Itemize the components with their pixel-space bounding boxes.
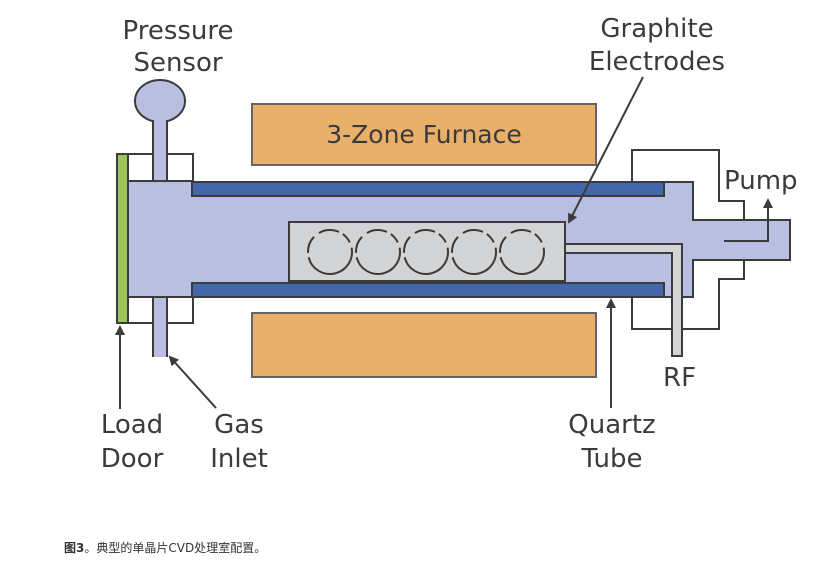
graphite-electrodes-label-line2: Electrodes [589,47,725,77]
electrode-arc [355,236,363,253]
electrode-arc [451,236,459,253]
figure-number: 图3 [64,541,85,555]
pressure-sensor-bulb [134,79,186,123]
load-door-label-line1: Load [101,410,163,440]
right-flange-top [631,149,745,220]
pump-label: Pump [724,166,798,196]
electrode-arc [499,236,507,253]
electrode-arc [403,236,411,253]
gas-inlet-label-line2: Inlet [210,444,268,474]
furnace-label: 3-Zone Furnace [326,120,522,149]
electrode-arc [451,247,497,275]
electrode-arc [307,247,353,275]
electrode-arc [355,247,401,275]
gas-inlet-pipe [153,295,167,357]
caption-text: 。典型的单晶片CVD处理室配置。 [84,541,267,555]
graphite-electrodes-label-line1: Graphite [600,14,713,44]
electrode-arc [390,233,399,243]
electrode-holder [288,221,566,282]
electrode-arc [307,236,315,253]
electrode-arc [342,233,351,243]
quartz-tube-wall-bottom [191,282,665,298]
furnace-top [251,103,597,166]
right-flange-bottom [631,260,745,330]
graphite-electrodes-pointer [568,76,644,224]
quartz-tube-label-line1: Quartz [568,410,655,440]
left-flange-top [128,153,194,182]
graphite-electrodes [307,229,545,275]
electrode-arc [403,247,449,275]
electrode-arc [366,229,388,234]
electrode-arc [414,229,436,234]
electrode-arc [462,229,484,234]
pressure-sensor-stem [153,118,167,184]
electrode-arc [486,233,495,243]
load-door-label-line2: Door [101,444,164,474]
pump-flow-arrow [724,198,773,242]
load-door [116,153,129,324]
electrode-arc [510,229,532,234]
quartz-tube-label-line2: Tube [581,444,643,474]
cvd-chamber-diagram: 3-Zone Furnace Pressure Sensor Graphite … [101,14,798,474]
gas-inlet-pointer [168,355,217,409]
electrode-arc [499,247,545,275]
gas-inlet-label-line1: Gas [214,410,264,440]
pressure-sensor-label-line1: Pressure [122,16,233,46]
pressure-sensor-label-line2: Sensor [133,48,222,78]
quartz-tube-wall-top [191,181,665,197]
electrode-arc [318,229,340,234]
figure-caption: 图3。典型的单晶片CVD处理室配置。 [64,539,266,556]
electrode-arc [438,233,447,243]
furnace-bottom [251,312,597,378]
electrode-arc [534,233,543,243]
rf-label: RF [663,363,696,393]
